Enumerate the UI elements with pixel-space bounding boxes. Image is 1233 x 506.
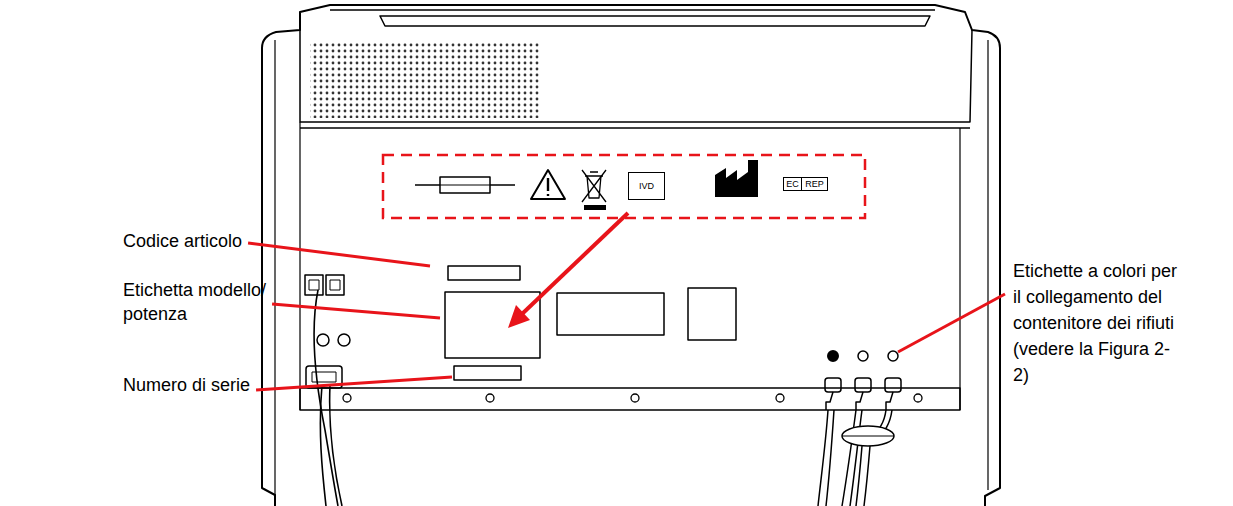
callout-label: Codice articolo <box>123 229 242 253</box>
callout-label: Numero di serie <box>123 373 250 397</box>
leader-line <box>256 377 452 390</box>
leader-line <box>272 304 440 318</box>
ivd-symbol: IVD <box>628 172 665 200</box>
callout-label: Etichette a colori per il collegamento d… <box>1013 258 1185 388</box>
ec-rep-symbol: EC <box>783 177 802 191</box>
symbol-text: REP <box>805 179 824 189</box>
ec-rep-symbol: REP <box>801 177 828 191</box>
symbol-text: IVD <box>639 181 654 191</box>
leader-line <box>248 243 430 266</box>
symbol-text: EC <box>786 179 799 189</box>
leader-line <box>898 294 1005 352</box>
callout-label: Etichetta modello/ potenza <box>123 278 298 326</box>
